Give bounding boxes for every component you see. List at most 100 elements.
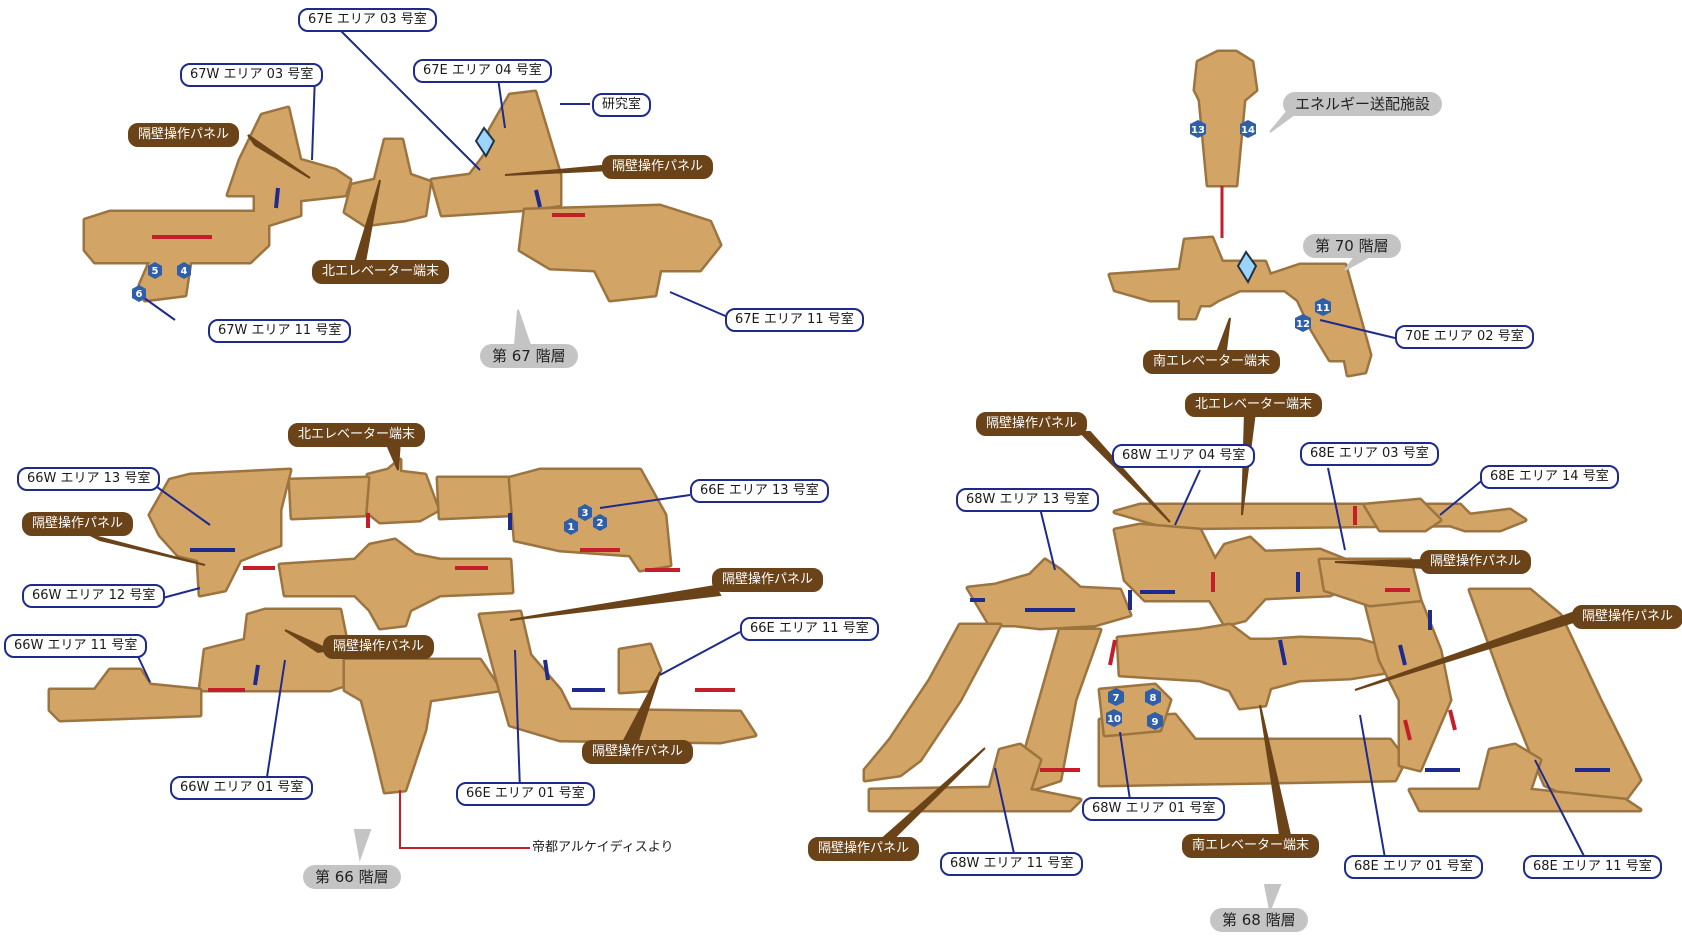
save-crystal-icon[interactable] [1236, 250, 1258, 285]
label-68-panel-2[interactable]: 隔壁操作パネル [1420, 550, 1532, 574]
floor-67-layout [82, 89, 723, 303]
floor-70-title: 第 70 階層 [1303, 234, 1401, 258]
label-66-panel-3[interactable]: 隔壁操作パネル [323, 635, 435, 659]
marker[interactable]: 1 [564, 518, 578, 535]
floor-68-layout [862, 497, 1643, 813]
floor-70-layout [1107, 49, 1373, 378]
leader-lines [89, 29, 1586, 914]
label-66w-room-11[interactable]: 66W エリア 11 号室 [4, 634, 148, 658]
f66-doors [190, 513, 735, 692]
room-markers: 5 4 6 13 14 11 12 3 1 2 7 8 10 9 [132, 120, 1331, 730]
f68-mid-row [1115, 622, 1403, 711]
f68-left-inner [1017, 627, 1103, 793]
floor-67-title: 第 67 階層 [480, 344, 578, 368]
marker[interactable]: 9 [1147, 712, 1163, 730]
f67-east-wing [517, 203, 723, 303]
label-66w-room-01[interactable]: 66W エリア 01 号室 [170, 776, 314, 800]
svg-text:9: 9 [1152, 717, 1159, 728]
marker[interactable]: 11 [1315, 298, 1331, 316]
marker[interactable]: 14 [1240, 120, 1256, 138]
label-66-panel-4[interactable]: 隔壁操作パネル [582, 740, 694, 764]
label-67-north-elevator[interactable]: 北エレベーター端末 [312, 260, 450, 284]
label-67-panel-2[interactable]: 隔壁操作パネル [602, 155, 714, 179]
label-68-panel-4[interactable]: 隔壁操作パネル [808, 837, 920, 861]
label-68-panel-3[interactable]: 隔壁操作パネル [1572, 605, 1682, 629]
f68-doors [970, 506, 1610, 772]
blue-door [543, 659, 550, 681]
floor-66-layout [47, 457, 758, 795]
marker[interactable]: 4 [177, 262, 191, 279]
label-67e-room-11[interactable]: 67E エリア 11 号室 [725, 308, 864, 332]
f67-doors [152, 187, 585, 239]
f66-mid-row [277, 537, 515, 631]
label-70-south-elevator[interactable]: 南エレベーター端末 [1143, 350, 1281, 374]
marker[interactable]: 8 [1145, 688, 1161, 706]
marker[interactable]: 12 [1295, 314, 1311, 332]
label-66-north-elevator[interactable]: 北エレベーター端末 [288, 423, 426, 447]
floor-66-title: 第 66 階層 [303, 865, 401, 889]
marker[interactable]: 5 [148, 262, 162, 279]
label-68e-room-01[interactable]: 68E エリア 01 号室 [1344, 855, 1483, 879]
label-70-energy-facility[interactable]: エネルギー送配施設 [1283, 92, 1443, 116]
label-66e-room-01[interactable]: 66E エリア 01 号室 [456, 782, 595, 806]
label-66w-room-13[interactable]: 66W エリア 13 号室 [17, 467, 161, 491]
blue-door [253, 664, 260, 686]
label-66e-room-11[interactable]: 66E エリア 11 号室 [740, 617, 879, 641]
svg-text:5: 5 [152, 266, 159, 277]
label-66w-room-12[interactable]: 66W エリア 12 号室 [22, 584, 166, 608]
label-66e-room-13[interactable]: 66E エリア 13 号室 [690, 479, 829, 503]
label-68w-room-11[interactable]: 68W エリア 11 号室 [940, 852, 1084, 876]
label-68e-room-14[interactable]: 68E エリア 14 号室 [1480, 465, 1619, 489]
label-68e-room-03[interactable]: 68E エリア 03 号室 [1300, 442, 1439, 466]
blue-door [1398, 644, 1407, 666]
marker[interactable]: 7 [1108, 688, 1124, 706]
svg-text:1: 1 [568, 522, 575, 533]
label-68-north-elevator[interactable]: 北エレベーター端末 [1185, 393, 1323, 417]
svg-text:3: 3 [582, 508, 589, 519]
svg-text:7: 7 [1113, 693, 1120, 704]
f70-energy-room [1192, 49, 1259, 188]
label-68w-room-04[interactable]: 68W エリア 04 号室 [1112, 444, 1256, 468]
label-67e-room-04[interactable]: 67E エリア 04 号室 [413, 59, 552, 83]
f70-corridor [1107, 235, 1373, 378]
svg-text:10: 10 [1107, 714, 1121, 725]
red-door [1403, 719, 1412, 741]
svg-text:11: 11 [1316, 303, 1330, 314]
f67-east-corridor [429, 89, 563, 218]
marker[interactable]: 2 [593, 514, 607, 531]
f68-west-wing [965, 557, 1133, 631]
label-68-south-elevator[interactable]: 南エレベーター端末 [1182, 834, 1320, 858]
label-67w-room-03[interactable]: 67W エリア 03 号室 [180, 63, 324, 87]
floor-68-title: 第 68 階層 [1210, 908, 1308, 932]
svg-text:8: 8 [1150, 693, 1157, 704]
f67-west-wing [82, 105, 353, 303]
save-crystal-icon[interactable] [474, 126, 496, 158]
svg-text:14: 14 [1241, 125, 1255, 136]
f66-south-spine [342, 657, 503, 795]
marker[interactable]: 10 [1106, 709, 1122, 727]
f66-sw-arm [47, 667, 203, 723]
marker[interactable]: 3 [578, 504, 592, 521]
label-68e-room-11[interactable]: 68E エリア 11 号室 [1523, 855, 1662, 879]
svg-text:6: 6 [136, 289, 143, 300]
f68-bottom-right [1407, 742, 1643, 813]
label-67-lab[interactable]: 研究室 [592, 93, 652, 117]
blue-door [534, 189, 542, 208]
f66-east-top [507, 467, 673, 573]
svg-text:12: 12 [1296, 319, 1310, 330]
label-68w-room-01[interactable]: 68W エリア 01 号室 [1082, 797, 1226, 821]
label-67e-room-03[interactable]: 67E エリア 03 号室 [298, 8, 437, 32]
label-68w-room-13[interactable]: 68W エリア 13 号室 [956, 488, 1100, 512]
f66-west-top [147, 467, 293, 598]
label-70e-room-02[interactable]: 70E エリア 02 号室 [1395, 325, 1534, 349]
label-66-panel-2[interactable]: 隔壁操作パネル [712, 568, 824, 592]
label-67w-room-11[interactable]: 67W エリア 11 号室 [208, 319, 352, 343]
marker[interactable]: 6 [132, 285, 146, 302]
label-67-panel-1[interactable]: 隔壁操作パネル [128, 123, 240, 147]
red-door [1108, 639, 1117, 666]
f68-left-outer [862, 622, 1003, 783]
label-66-panel-1[interactable]: 隔壁操作パネル [22, 512, 134, 536]
label-68-panel-1[interactable]: 隔壁操作パネル [976, 412, 1088, 436]
marker[interactable]: 13 [1190, 120, 1206, 138]
